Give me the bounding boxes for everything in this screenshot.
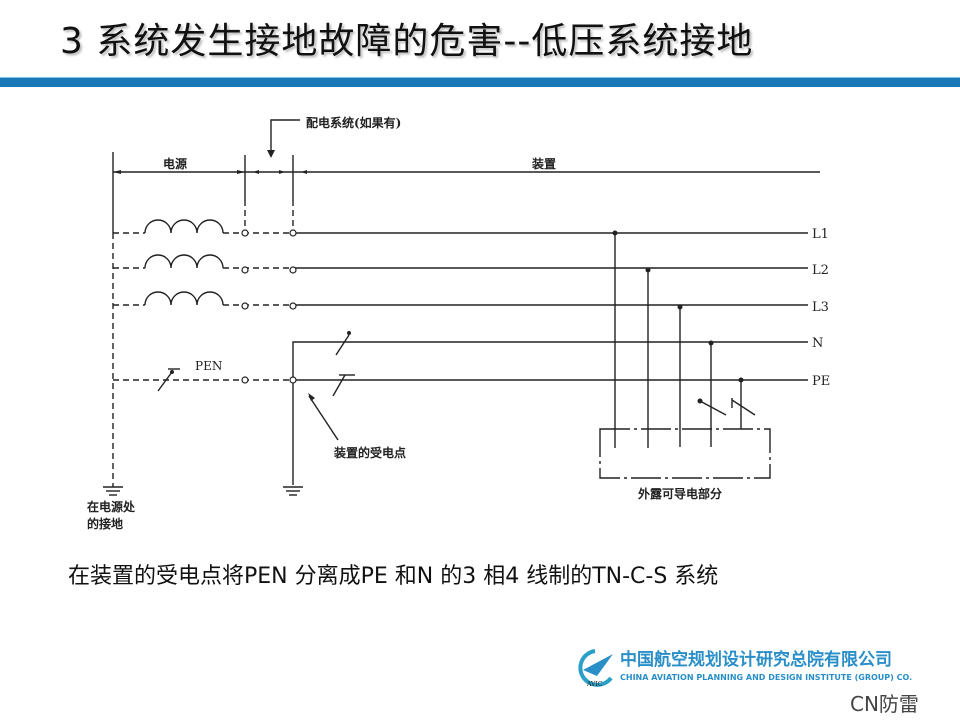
label-pen: PEN	[195, 359, 222, 373]
company-name: 中国航空规划设计研究总院有限公司	[620, 650, 892, 670]
company-name-en: CHINA AVIATION PLANNING AND DESIGN INSTI…	[620, 673, 913, 682]
slide-title: 3 系统发生接地故障的危害--低压系统接地	[60, 21, 754, 62]
distribution-arrow	[270, 119, 300, 150]
label-installation: 装置	[531, 156, 556, 171]
label-l3: L3	[812, 300, 829, 315]
label-distribution: 配电系统(如果有)	[306, 115, 401, 130]
source-earth-icon	[103, 486, 123, 496]
svg-text:AVIC: AVIC	[586, 681, 603, 688]
exposed-parts-box	[599, 428, 771, 479]
phase-lines	[113, 219, 808, 306]
label-l1: L1	[812, 227, 829, 242]
label-source-earth-1: 在电源处	[87, 499, 136, 514]
label-source-earth-2: 的接地	[87, 516, 123, 531]
tn-c-s-diagram: 配电系统(如果有) 电源 装置 PEN 装置的受电点 在电源处 的接地 外露可导…	[87, 115, 830, 531]
label-exposed-parts: 外露可导电部分	[638, 486, 722, 501]
origin-pointer	[308, 395, 339, 441]
label-n: N	[812, 336, 823, 351]
label-pe: PE	[812, 374, 830, 389]
installation-earth-icon	[283, 486, 303, 496]
title-divider	[0, 77, 960, 87]
company-logo: AVIC 中国航空规划设计研究总院有限公司 CHINA AVIATION PLA…	[575, 648, 955, 688]
watermark: CN防雷	[850, 692, 919, 716]
slide-caption: 在装置的受电点将PEN 分离成PE 和N 的3 相4 线制的TN-C-S 系统	[68, 564, 719, 589]
n-line	[292, 341, 808, 380]
label-source: 电源	[163, 156, 187, 171]
label-l2: L2	[812, 263, 829, 278]
label-origin: 装置的受电点	[333, 445, 406, 460]
avic-logo-icon: AVIC	[578, 649, 613, 688]
